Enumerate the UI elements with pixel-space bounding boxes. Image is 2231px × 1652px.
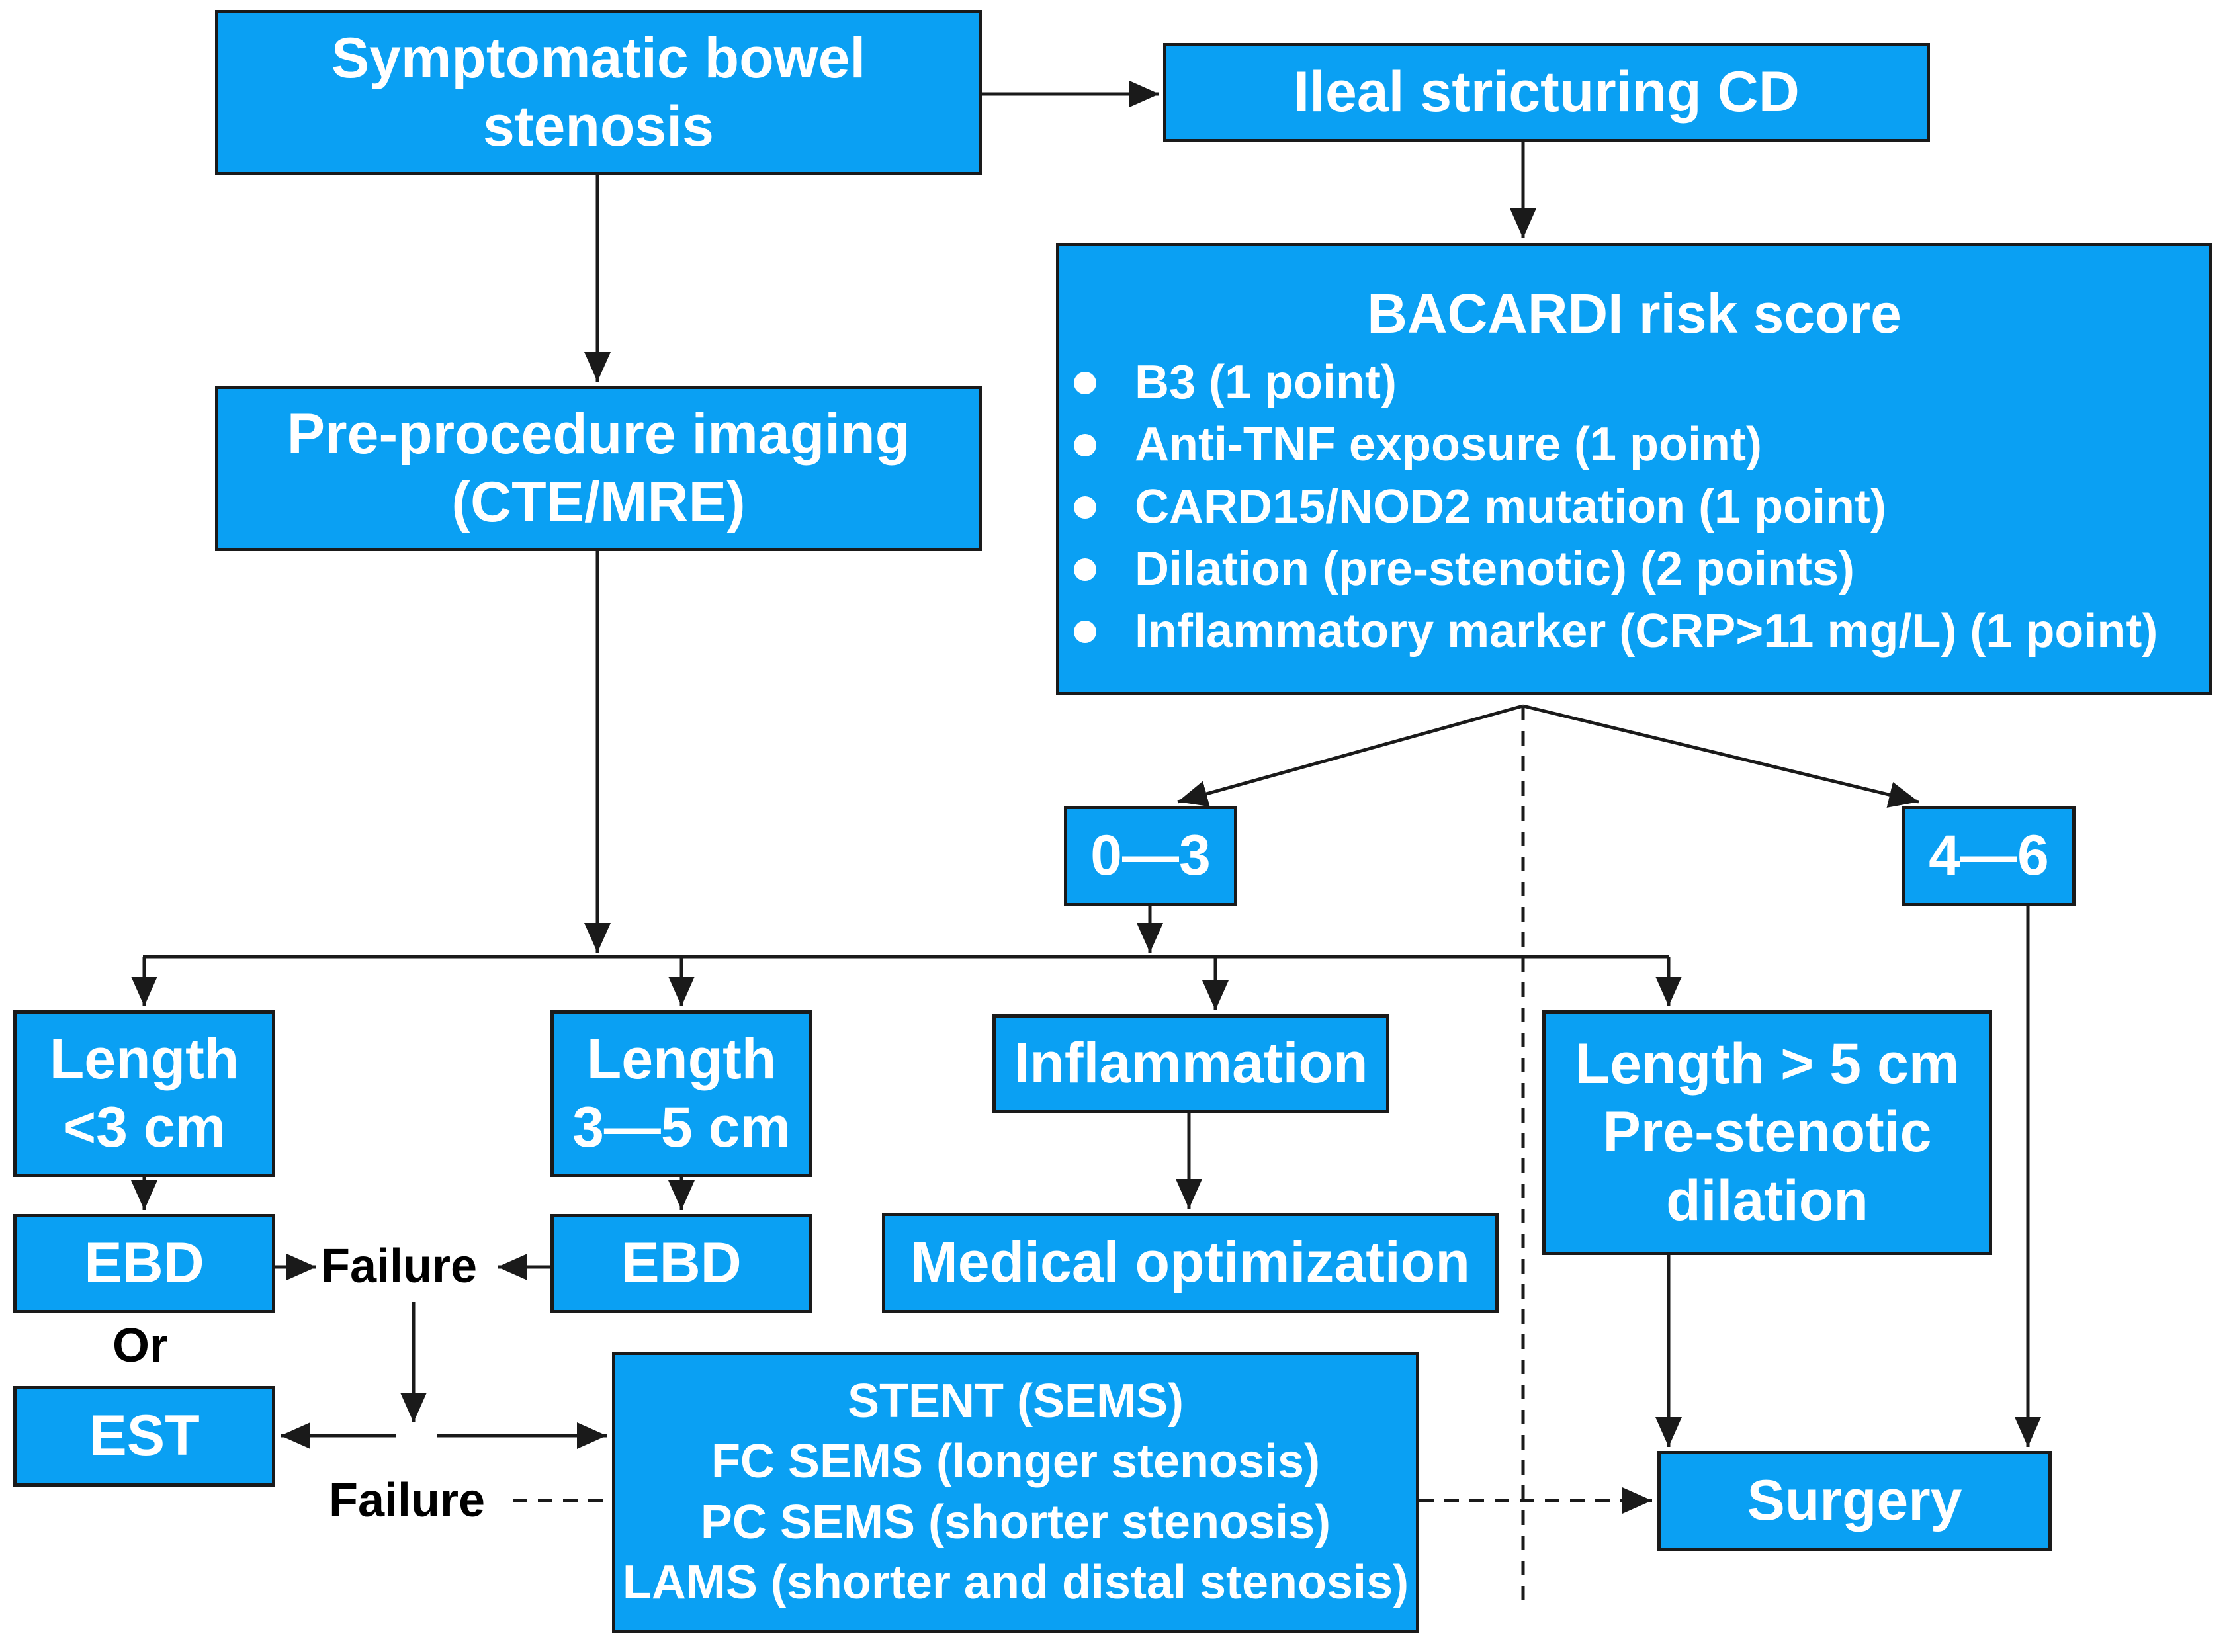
risk-score-item: Anti-TNF exposure (1 point) [1059, 413, 2209, 476]
box-line: Ileal stricturing CD [1293, 60, 1800, 124]
box-line: Symptomatic bowel [331, 26, 866, 90]
box-line: <3 cm [62, 1096, 226, 1159]
ebd-mid-box: EBD [550, 1214, 812, 1313]
box-line: FC SEMS (longer stenosis) [711, 1435, 1321, 1489]
medical-optimization-box: Medical optimization [882, 1213, 1499, 1313]
risk-score-item-text: Inflammatory marker (CRP>11 mg/L) (1 poi… [1135, 604, 2158, 658]
box-line: Length [586, 1027, 777, 1091]
risk-score-item: CARD15/NOD2 mutation (1 point) [1059, 476, 2209, 538]
box-line: (CTE/MRE) [451, 470, 746, 534]
risk-score-item-text: B3 (1 point) [1135, 355, 1397, 409]
surgery-box: Surgery [1657, 1451, 2052, 1551]
box-line: Pre-procedure imaging [286, 402, 910, 466]
ebd-left-box: EBD [13, 1214, 275, 1313]
box-line: 3—5 cm [572, 1096, 791, 1159]
bullet-icon [1074, 620, 1096, 643]
score-high-box: 4—6 [1902, 806, 2076, 906]
box-line: EST [89, 1404, 200, 1468]
length-under-3cm-box: Length <3 cm [13, 1010, 275, 1177]
box-line: Length > 5 cm [1575, 1032, 1960, 1096]
risk-score-item: B3 (1 point) [1059, 351, 2209, 413]
box-line: EBD [621, 1231, 742, 1295]
pre-procedure-imaging-box: Pre-procedure imaging (CTE/MRE) [215, 386, 982, 551]
risk-score-item-text: Dilation (pre-stenotic) (2 points) [1135, 542, 1855, 595]
failure-label-bottom: Failure [329, 1474, 486, 1527]
score-low-box: 0—3 [1064, 806, 1237, 906]
inflammation-box: Inflammation [992, 1014, 1389, 1113]
stent-sems-box: STENT (SEMS) FC SEMS (longer stenosis) P… [612, 1352, 1419, 1633]
box-line: Medical optimization [910, 1231, 1470, 1295]
symptomatic-bowel-stenosis-box: Symptomatic bowel stenosis [215, 10, 982, 175]
failure-label-top: Failure [321, 1240, 478, 1293]
box-line: Inflammation [1014, 1031, 1368, 1096]
box-line: 0—3 [1090, 824, 1211, 888]
box-line: stenosis [483, 95, 714, 158]
risk-score-title: BACARDI risk score [1367, 283, 1902, 345]
arrow-score-to-low [1177, 704, 1524, 807]
box-line: LAMS (shorter and distal stenosis) [622, 1555, 1409, 1609]
box-line: Length [49, 1027, 240, 1091]
box-line: Surgery [1747, 1469, 1962, 1533]
box-line: 4—6 [1929, 824, 2049, 888]
risk-score-item: Inflammatory marker (CRP>11 mg/L) (1 poi… [1059, 600, 2209, 662]
box-line: dilation [1666, 1168, 1868, 1233]
arrow-score-to-high [1522, 704, 1919, 808]
bacardi-risk-score-box: BACARDI risk score B3 (1 point) Anti-TNF… [1056, 243, 2212, 695]
box-line: PC SEMS (shorter stenosis) [700, 1495, 1331, 1549]
box-line: STENT (SEMS) [847, 1374, 1184, 1428]
risk-score-item-text: CARD15/NOD2 mutation (1 point) [1135, 480, 1887, 533]
bullet-icon [1074, 496, 1096, 519]
or-label: Or [112, 1319, 169, 1372]
bullet-icon [1074, 558, 1096, 581]
bullet-icon [1074, 433, 1096, 456]
bullet-icon [1074, 371, 1096, 394]
risk-score-item-text: Anti-TNF exposure (1 point) [1135, 417, 1762, 471]
box-line: Pre-stenotic [1602, 1100, 1932, 1164]
risk-score-list: B3 (1 point) Anti-TNF exposure (1 point)… [1059, 351, 2209, 662]
ileal-stricturing-cd-box: Ileal stricturing CD [1163, 43, 1930, 142]
length-3-5cm-box: Length 3—5 cm [550, 1010, 812, 1177]
est-box: EST [13, 1386, 275, 1487]
box-line: EBD [84, 1231, 204, 1295]
risk-score-item: Dilation (pre-stenotic) (2 points) [1059, 538, 2209, 600]
length-over-5cm-box: Length > 5 cm Pre-stenotic dilation [1542, 1010, 1992, 1255]
